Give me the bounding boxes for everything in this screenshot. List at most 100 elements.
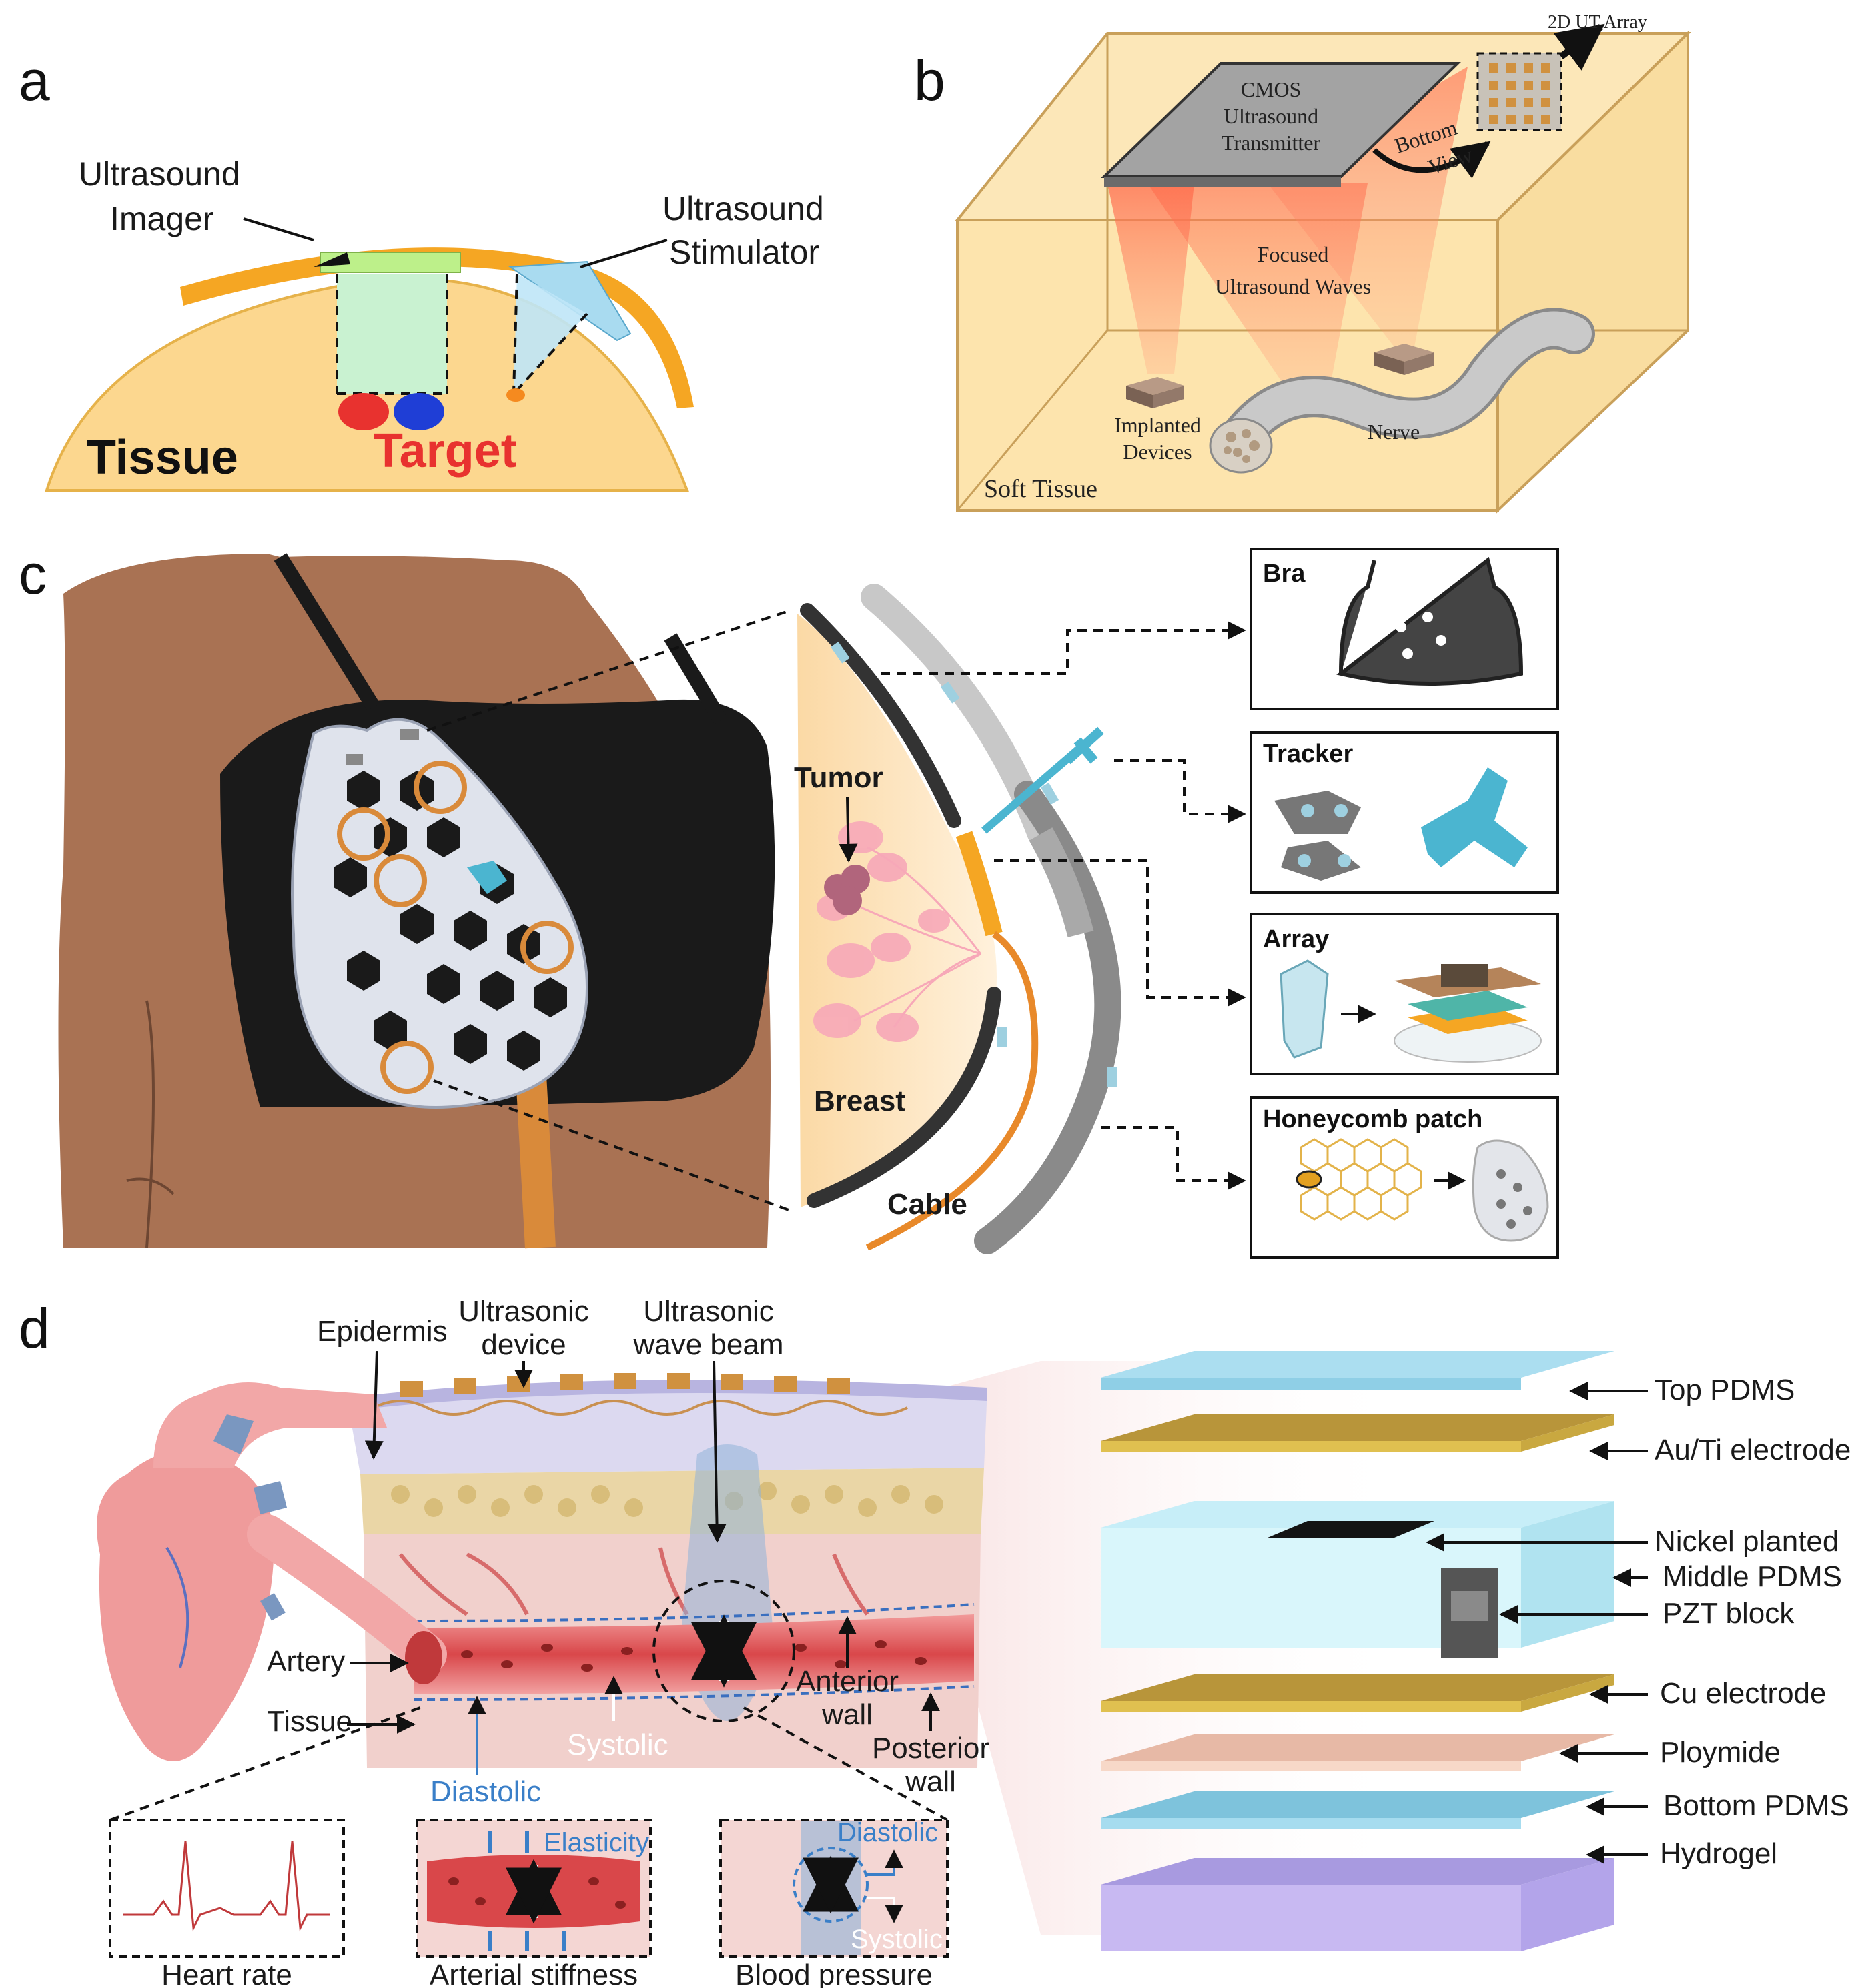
ecg-trace xyxy=(123,1841,330,1932)
inset-label-arterial-stiffness: Arterial stiffness xyxy=(430,1959,638,1988)
stimulator-label-line1: Ultrasound xyxy=(662,190,824,227)
stim-focus xyxy=(506,388,525,402)
panel-c: c xyxy=(19,543,1559,1259)
layer-bottom-pdms xyxy=(1101,1791,1614,1829)
ut-array-label: 2D UT Array xyxy=(1548,12,1647,33)
target-label: Target xyxy=(374,424,517,478)
tumor-label: Tumor xyxy=(794,761,883,794)
panel-b: b CMOS Ultrasound Transmitter 2D UT Arra… xyxy=(914,12,1691,514)
box-honeycomb-title: Honeycomb patch xyxy=(1263,1105,1482,1133)
breast-label: Breast xyxy=(814,1085,905,1117)
waves-line1: Focused xyxy=(1258,242,1329,266)
focus-circle xyxy=(652,1580,795,1722)
target-red xyxy=(338,393,389,430)
tumor xyxy=(824,865,870,915)
anterior-label-line2: wall xyxy=(821,1698,873,1731)
array-stack-icon xyxy=(1394,964,1542,1063)
box-honeycomb: Honeycomb patch xyxy=(1250,1096,1559,1259)
transmitter-line2: Ultrasound xyxy=(1224,104,1318,128)
layer-label-middle-pdms: Middle PDMS xyxy=(1663,1560,1842,1593)
layer-cu-electrode xyxy=(1101,1674,1614,1712)
box-tracker-title: Tracker xyxy=(1263,740,1353,768)
tissue-label: Tissue xyxy=(87,431,238,484)
implanted-device-2 xyxy=(1374,344,1434,375)
box-tracker: Tracker xyxy=(1250,731,1559,894)
inset-diastolic-label: Diastolic xyxy=(837,1818,938,1847)
implanted-line1: Implanted xyxy=(1114,413,1201,437)
layer-label-auti: Au/Ti electrode xyxy=(1655,1434,1851,1466)
nickel-block xyxy=(1268,1521,1434,1538)
layer-auti-electrode xyxy=(1101,1414,1614,1452)
beam-label-line2: wave beam xyxy=(632,1328,783,1361)
layer-label-nickel: Nickel planted xyxy=(1655,1525,1839,1558)
device-label-line2: device xyxy=(481,1328,566,1361)
ut-array-grid xyxy=(1489,63,1550,124)
beam-label-line1: Ultrasonic xyxy=(643,1295,774,1328)
breast-section xyxy=(797,614,997,1207)
posterior-label-line2: wall xyxy=(905,1765,956,1798)
imager-label-line2: Imager xyxy=(110,200,214,237)
elasticity-label: Elasticity xyxy=(544,1828,649,1857)
box-bra-title: Bra xyxy=(1263,560,1306,588)
bee-icon xyxy=(1296,1170,1322,1189)
stimulation-cone xyxy=(514,274,587,394)
device-label-line1: Ultrasonic xyxy=(458,1295,589,1328)
transmitter-line3: Transmitter xyxy=(1222,131,1321,155)
panel-a: a Ultrasound Imager Ultrasound Stimulato… xyxy=(19,49,824,492)
target-blue xyxy=(394,393,444,430)
soft-tissue-label: Soft Tissue xyxy=(984,475,1097,503)
layer-middle-pdms xyxy=(1101,1501,1614,1658)
panel-d: d xyxy=(19,1295,1851,1988)
inset-label-heart-rate: Heart rate xyxy=(161,1959,292,1988)
artery-label: Artery xyxy=(267,1645,345,1678)
honeycomb-patch xyxy=(291,718,589,1109)
inset-blood-pressure: Diastolic Systolic Blood pressure xyxy=(719,1818,949,1988)
box-array-title: Array xyxy=(1263,925,1329,953)
patch-array xyxy=(955,831,1003,937)
layer-label-polyimide: Ploymide xyxy=(1660,1736,1781,1769)
waves-line2: Ultrasound Waves xyxy=(1215,274,1371,298)
heart-illustration xyxy=(97,1382,447,1761)
diastolic-label: Diastolic xyxy=(430,1775,541,1808)
ultrasound-beam-1 xyxy=(1107,183,1194,374)
imaging-field xyxy=(337,274,447,394)
inset-arterial-stiffness: Elasticity Arterial stiffness xyxy=(416,1819,652,1988)
stimulator-label-line2: Stimulator xyxy=(669,233,819,271)
panel-letter-a: a xyxy=(19,49,50,112)
transmitter-line1: CMOS xyxy=(1241,77,1302,101)
crystal-icon xyxy=(1280,959,1329,1059)
layer-label-bottom-pdms: Bottom PDMS xyxy=(1663,1789,1849,1822)
layer-hydrogel xyxy=(1101,1858,1614,1951)
tracker xyxy=(981,744,1083,834)
panel-letter-c: c xyxy=(19,543,47,606)
implanted-device-1 xyxy=(1126,377,1184,408)
imager-label-line1: Ultrasound xyxy=(79,155,240,193)
layer-label-hydrogel: Hydrogel xyxy=(1660,1837,1777,1870)
layer-stack xyxy=(1101,1351,1614,1951)
patch-inner xyxy=(800,603,961,828)
anterior-label-line1: Anterior xyxy=(796,1665,899,1698)
layer-labels: Top PDMS Au/Ti electrode Nickel planted … xyxy=(1426,1374,1851,1870)
panel-letter-d: d xyxy=(19,1297,50,1360)
ultrasound-beam-3 xyxy=(1268,67,1468,347)
inset-heart-rate: Heart rate xyxy=(109,1819,345,1988)
tracker-on-patch xyxy=(467,861,507,894)
posterior-label-line1: Posterior xyxy=(872,1732,989,1765)
bra-layer-dark xyxy=(974,781,1121,1254)
patch-icon xyxy=(1472,1139,1549,1242)
layer-polyimide xyxy=(1101,1734,1614,1771)
epidermis-label: Epidermis xyxy=(317,1315,448,1348)
box-array: Array xyxy=(1250,913,1559,1075)
layer-label-top-pdms: Top PDMS xyxy=(1655,1374,1795,1406)
box-bra: Bra xyxy=(1250,548,1559,710)
nerve-label: Nerve xyxy=(1368,420,1420,444)
tracker-3d-icon xyxy=(1421,767,1528,867)
cable-label: Cable xyxy=(887,1188,967,1221)
tracker-frame-icon xyxy=(1274,791,1361,881)
imager-tip xyxy=(314,252,350,267)
inset-systolic-label: Systolic xyxy=(851,1925,943,1954)
layer-label-cu: Cu electrode xyxy=(1660,1677,1826,1710)
systolic-label: Systolic xyxy=(567,1728,668,1761)
cable xyxy=(865,931,1039,1251)
